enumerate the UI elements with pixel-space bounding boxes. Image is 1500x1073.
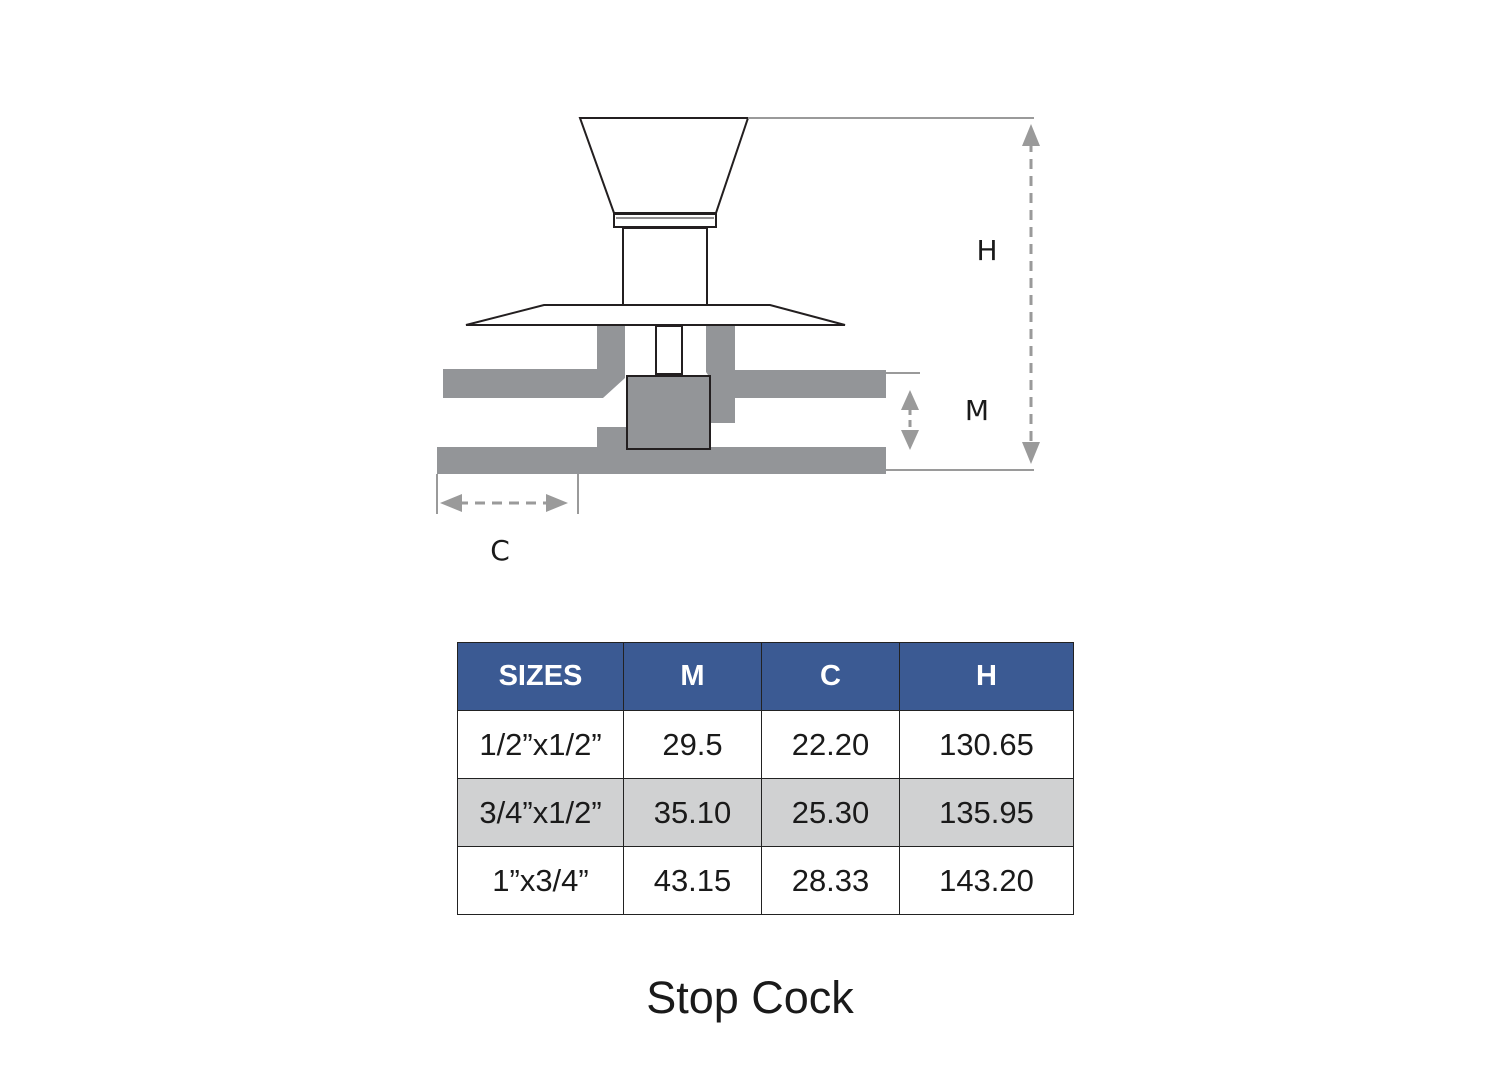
cell-size: 1/2”x1/2” (457, 710, 624, 779)
table-row: 1”x3/4” 43.15 28.33 143.20 (457, 846, 1074, 915)
header-sizes: SIZES (457, 642, 624, 711)
header-m: M (623, 642, 762, 711)
cell-c: 22.20 (761, 710, 900, 779)
dimensions-table: SIZES M C H 1/2”x1/2” 29.5 22.20 130.65 … (457, 642, 1074, 915)
cell-c: 25.30 (761, 778, 900, 847)
cell-h: 135.95 (899, 778, 1074, 847)
dimension-h-arrow-top (1022, 124, 1040, 146)
cell-m: 29.5 (623, 710, 762, 779)
dimension-c-arrow-right (546, 494, 568, 512)
dimension-h-label: H (976, 234, 997, 267)
dimension-m-label: M (965, 394, 989, 427)
stop-cock-diagram: H M C (436, 117, 1040, 567)
dimension-c-label: C (490, 534, 510, 567)
table-row: 1/2”x1/2” 29.5 22.20 130.65 (457, 710, 1074, 779)
valve-neck (622, 227, 708, 306)
dimension-m-arrow-top (901, 390, 919, 410)
dimension-c (436, 474, 579, 514)
cell-c: 28.33 (761, 846, 900, 915)
product-caption: Stop Cock (646, 972, 854, 1023)
cell-size: 3/4”x1/2” (457, 778, 624, 847)
header-h: H (899, 642, 1074, 711)
dimension-h-arrow-bottom (1022, 442, 1040, 464)
left-upper-pipe-wall (443, 325, 625, 398)
table-header-row: SIZES M C H (457, 642, 1074, 711)
dimension-m-arrow-bottom (901, 430, 919, 450)
dimension-c-arrow-left (440, 494, 462, 512)
cell-h: 130.65 (899, 710, 1074, 779)
valve-stem (655, 325, 683, 375)
dimension-m (886, 372, 920, 450)
collar-ring (613, 213, 717, 228)
cell-m: 43.15 (623, 846, 762, 915)
valve-handle (578, 117, 750, 214)
pipe-body (437, 325, 886, 474)
cell-m: 35.10 (623, 778, 762, 847)
valve-plug (626, 375, 711, 450)
bonnet-flange (465, 304, 846, 326)
cell-size: 1”x3/4” (457, 846, 624, 915)
right-upper-pipe-wall (706, 325, 886, 423)
table-row: 3/4”x1/2” 35.10 25.30 135.95 (457, 778, 1074, 847)
header-c: C (761, 642, 900, 711)
cell-h: 143.20 (899, 846, 1074, 915)
dimension-h (748, 117, 1040, 471)
bottom-pipe-wall (437, 427, 886, 474)
